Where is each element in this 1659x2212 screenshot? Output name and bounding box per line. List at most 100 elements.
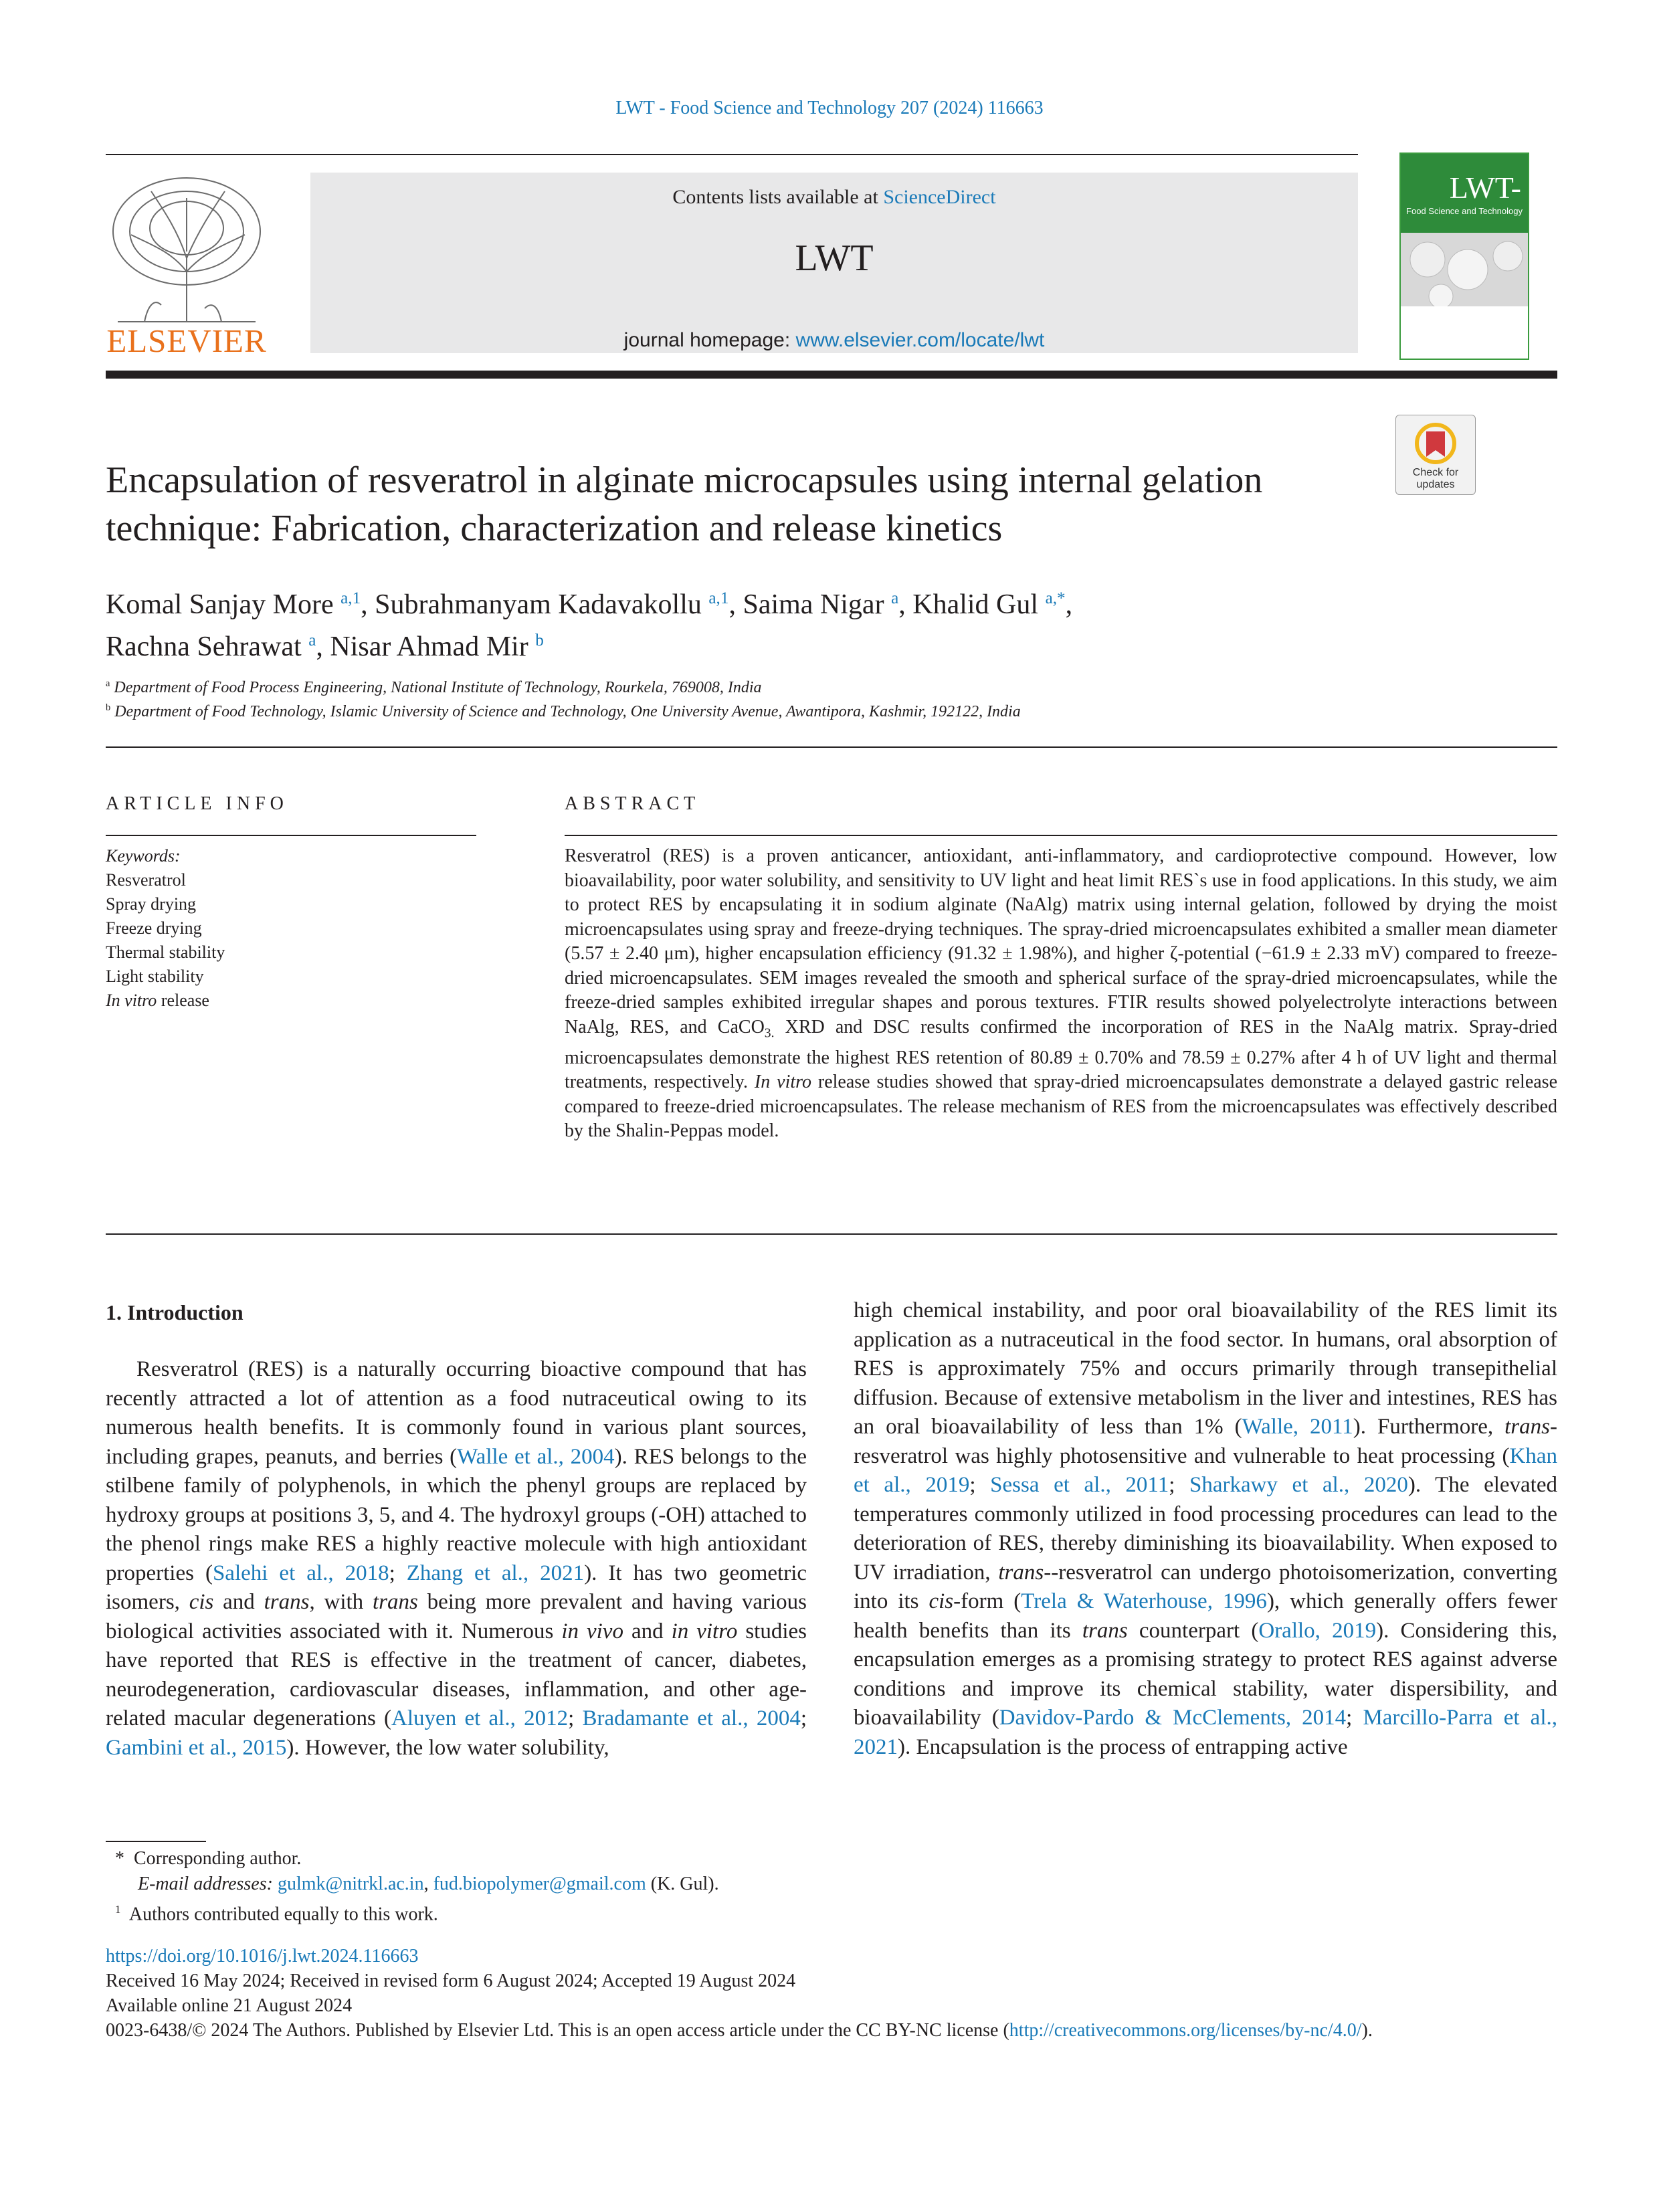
body-text: studies have reported that RES is effect… [106,1619,807,1731]
equal-contribution-note: 1 Authors contributed equally to this wo… [106,1897,719,1927]
citation-link[interactable]: Orallo, 2019 [1258,1618,1377,1643]
citation-link[interactable]: Walle, 2011 [1242,1415,1353,1439]
affiliation-mark: a [106,678,110,689]
italic-term: trans- [998,1560,1052,1585]
body-text: counterpart ( [1127,1618,1259,1643]
body-text: ). However, the low water solubility, [286,1735,609,1760]
body-text: ; [389,1561,407,1585]
check-for-updates-button[interactable]: Check for updates [1395,415,1476,495]
body-text: high chemical instability, and poor oral… [854,1298,1557,1439]
footnote-mark: 1 [115,1903,121,1916]
abstract-subscript: 3. [764,1026,775,1041]
abstract-rule [565,835,1557,836]
author-name[interactable]: Rachna Sehrawat [106,631,302,662]
keyword: Thermal stability [106,942,225,962]
doi-link[interactable]: https://doi.org/10.1016/j.lwt.2024.11666… [106,1946,419,1967]
keyword: Light stability [106,967,204,986]
citation-link[interactable]: Aluyen et al., 2012 [391,1706,569,1730]
body-text: , with [309,1590,373,1614]
affiliation: b Department of Food Technology, Islamic… [106,702,1021,721]
cover-title: LWT- [1449,171,1521,205]
citation-link[interactable]: Walle et al., 2004 [457,1444,615,1469]
author-name[interactable]: Subrahmanyam Kadavakollu [375,589,702,620]
cover-subtitle: Food Science and Technology [1406,206,1523,216]
journal-reference[interactable]: LWT - Food Science and Technology 207 (2… [615,98,1044,118]
citation-link[interactable]: Zhang et al., 2021 [406,1561,585,1585]
cover-photo [1401,233,1528,309]
elsevier-wordmark: ELSEVIER [106,322,267,359]
citation-link[interactable]: Sharkawy et al., 2020 [1189,1473,1408,1497]
footnotes: * Corresponding author. E-mail addresses… [106,1846,719,1927]
header-divider [106,154,1358,155]
journal-header-box: Contents lists available at ScienceDirec… [310,173,1358,353]
svg-text:Check for: Check for [1413,467,1459,478]
introduction-column-right: high chemical instability, and poor oral… [854,1296,1557,1762]
email-label: E-mail addresses: [138,1874,273,1894]
abstract-text-part: Resveratrol (RES) is a proven anticancer… [565,845,1557,1037]
author-name[interactable]: Nisar Ahmad Mir [330,631,528,662]
citation-link[interactable]: Bradamante et al., 2004 [582,1706,801,1730]
journal-cover-image[interactable]: LWT- Food Science and Technology [1399,153,1529,360]
contents-line: Contents lists available at ScienceDirec… [310,186,1358,209]
cover-photo-icon [1409,241,1523,309]
section-divider [106,746,1557,748]
body-text: ; [969,1473,991,1497]
body-text: ; [1346,1706,1363,1730]
author-affiliation-mark[interactable]: a [308,631,316,649]
body-text: ). Considering this, encapsulation emerg… [854,1618,1557,1730]
body-text: ). Furthermore, [1353,1415,1505,1439]
journal-homepage-link[interactable]: www.elsevier.com/locate/lwt [795,329,1045,351]
author-affiliation-mark[interactable]: a,* [1045,589,1066,607]
affiliation-text: Department of Food Process Engineering, … [114,679,762,696]
license-link[interactable]: http://creativecommons.org/licenses/by-n… [1009,2020,1362,2041]
citation-link[interactable]: Trela & Waterhouse, 1996 [1021,1589,1267,1613]
email-link[interactable]: gulmk@nitrkl.ac.in [277,1874,424,1894]
citation-link[interactable]: Gambini et al., 2015 [106,1735,287,1760]
author-name[interactable]: Khalid Gul [912,589,1039,620]
introduction-column-left: Resveratrol (RES) is a naturally occurri… [106,1355,807,1763]
author-affiliation-mark[interactable]: a,1 [340,589,361,607]
elsevier-logo: ELSEVIER [104,171,269,360]
keywords-label: Keywords: [106,846,181,866]
email-note: E-mail addresses: gulmk@nitrkl.ac.in, fu… [106,1872,719,1897]
corresponding-author-note: * Corresponding author. [106,1846,719,1872]
homepage-prefix: journal homepage: [623,329,796,351]
body-text: ). RES belongs to the stilbene family of… [106,1444,807,1585]
citation-link[interactable]: Khan et al., 2019 [854,1443,1557,1498]
citation-link[interactable]: Sessa et al., 2011 [990,1473,1169,1497]
introduction-heading: 1. Introduction [106,1300,243,1324]
email-link[interactable]: fud.biopolymer@gmail.com [433,1874,646,1894]
contents-prefix: Contents lists available at [672,186,884,208]
abstract-body: Resveratrol (RES) is a proven anticancer… [565,844,1557,1144]
journal-title: LWT [795,237,874,279]
italic-term: trans [372,1590,418,1614]
cover-banner: LWT- Food Science and Technology [1401,154,1528,233]
author-affiliation-mark[interactable]: a,1 [708,589,729,607]
citation-link[interactable]: Davidov-Pardo & McClements, 2014 [999,1706,1347,1730]
license-text: 0023-6438/© 2024 The Authors. Published … [106,2018,1557,2043]
citation-link[interactable]: Marcillo-Parra et al., 2021 [854,1706,1557,1759]
affiliation-text: Department of Food Technology, Islamic U… [114,703,1021,720]
abstract-end-rule [106,1233,1557,1235]
footnote-text: Authors contributed equally to this work… [128,1904,438,1925]
body-text: -resveratrol can undergo photoisomerizat… [854,1560,1557,1614]
abstract-text-part: XRD and DSC results confirmed the incorp… [565,1016,1557,1093]
italic-term: trans [264,1590,310,1614]
affiliation: a Department of Food Process Engineering… [106,678,762,697]
header-thick-rule [106,371,1557,379]
body-text: ). Encapsulation is the process of entra… [898,1734,1348,1759]
affiliation-mark: b [106,702,111,713]
italic-term: in vitro [671,1619,738,1643]
body-text: -resveratrol was highly photosensitive a… [854,1415,1557,1468]
author-affiliation-mark[interactable]: b [535,631,544,649]
article-info-rule [106,835,476,836]
author-name[interactable]: Komal Sanjay More [106,589,334,620]
author-name[interactable]: Saima Nigar [743,589,884,620]
citation-link[interactable]: Salehi et al., 2018 [212,1561,389,1585]
sciencedirect-link[interactable]: ScienceDirect [883,186,996,208]
publication-info: https://doi.org/10.1016/j.lwt.2024.11666… [106,1944,1557,2043]
italic-term: trans [1082,1618,1128,1643]
author-affiliation-mark[interactable]: a [891,589,899,607]
body-text: ; [568,1706,583,1730]
keyword: Spray drying [106,894,197,914]
